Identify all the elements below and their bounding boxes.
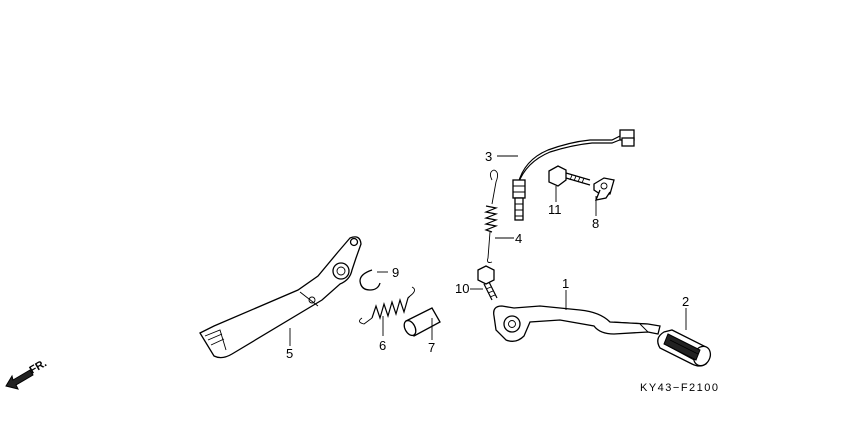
callout-10: 10: [455, 281, 469, 296]
brake-pedal-part: [199, 236, 362, 359]
stop-switch-part: [512, 129, 635, 221]
diagram-code: KY43−F2100: [640, 382, 720, 394]
leader-lines: [289, 155, 687, 346]
callout-4: 4: [515, 231, 522, 246]
callout-1: 1: [562, 276, 569, 291]
bolt-10-part: [477, 265, 498, 301]
callout-6: 6: [379, 338, 386, 353]
switch-spring-part: [483, 169, 499, 263]
gearshift-pedal-part: [493, 305, 661, 342]
callout-8: 8: [592, 216, 599, 231]
front-direction-marker: FR.: [5, 357, 49, 390]
callout-11: 11: [548, 202, 562, 217]
callout-9: 9: [392, 265, 399, 280]
pedal-rubber-part: [657, 329, 712, 367]
bolt-11-part: [548, 165, 591, 187]
callout-7: 7: [428, 340, 435, 355]
switch-bracket-part: [593, 177, 615, 201]
front-arrow-icon: [5, 369, 34, 390]
callout-3: 3: [485, 149, 492, 164]
return-spring-part: [359, 286, 415, 325]
circlip-part: [359, 269, 381, 291]
front-label: FR.: [28, 357, 49, 376]
collar-part: [403, 307, 441, 337]
callout-5: 5: [286, 346, 293, 361]
callout-2: 2: [682, 294, 689, 309]
